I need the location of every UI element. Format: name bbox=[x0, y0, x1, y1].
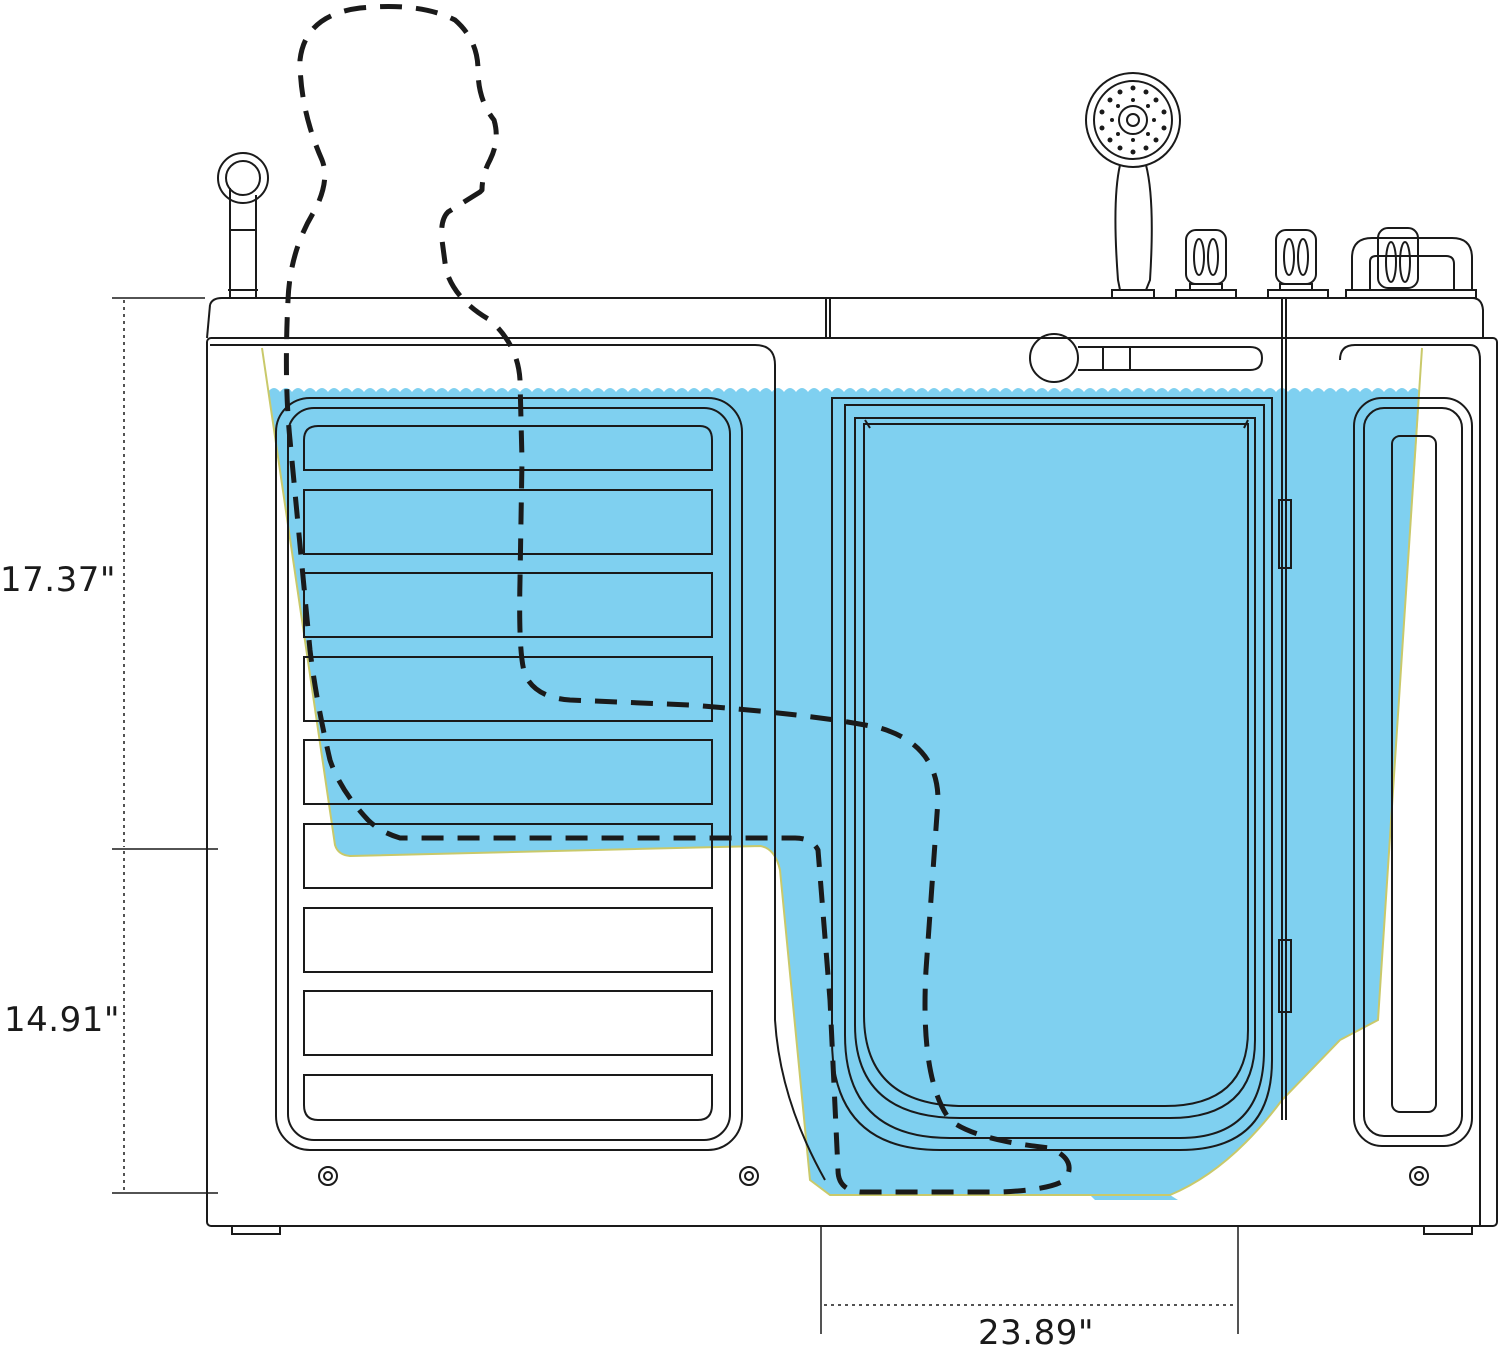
hand-shower-icon bbox=[1085, 72, 1181, 299]
tub-basin-outline bbox=[261, 347, 1423, 1196]
water-surface-ripple bbox=[268, 388, 1420, 392]
panel-bolts bbox=[318, 1166, 1429, 1186]
grab-bar-icon bbox=[217, 152, 269, 298]
lower-height-label: 14.91" bbox=[4, 1000, 120, 1040]
right-side-panel bbox=[1353, 397, 1473, 1147]
dimension-lines bbox=[112, 297, 1239, 1334]
person-silhouette bbox=[283, 4, 1072, 1195]
tub-shell bbox=[206, 297, 1498, 1235]
valve-knob-icon bbox=[1175, 229, 1237, 299]
door-width-label: 23.89" bbox=[978, 1313, 1094, 1353]
door-handle-knob bbox=[1029, 333, 1079, 383]
upper-height-label: 17.37" bbox=[0, 560, 116, 600]
faucet-icon bbox=[1345, 227, 1477, 299]
valve-knob-icon bbox=[1267, 229, 1329, 299]
tub-door bbox=[831, 298, 1292, 1151]
